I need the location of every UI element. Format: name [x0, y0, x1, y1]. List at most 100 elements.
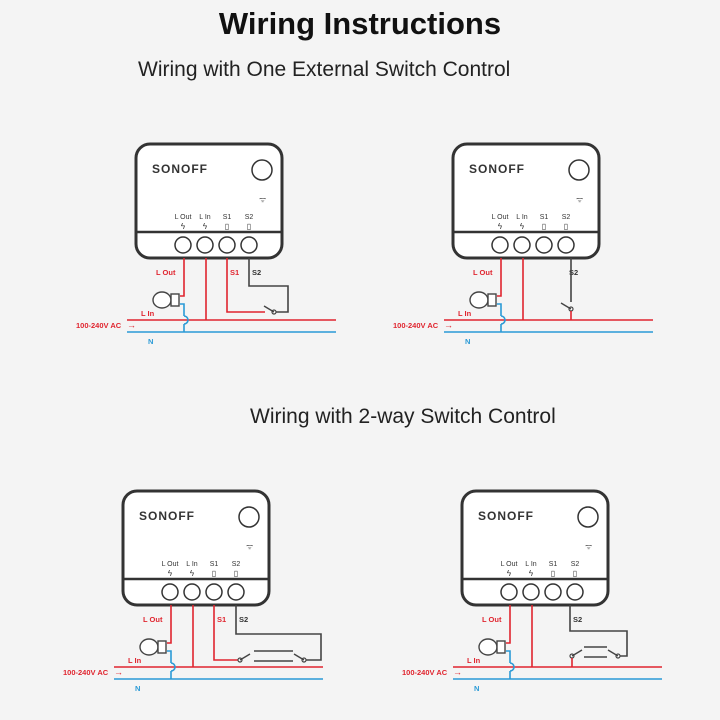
terminal-label: L In — [516, 214, 528, 221]
wifi-icon: ᯤ — [576, 195, 583, 204]
terminal-label: S1 — [210, 561, 219, 568]
device-body — [451, 142, 601, 260]
lightning-icon: ϟ — [507, 569, 512, 578]
terminal-screw — [522, 583, 540, 601]
lightning-icon: ϟ — [181, 222, 186, 231]
l-out-label: L Out — [143, 615, 163, 624]
light-bulb-icon — [139, 638, 167, 656]
terminal-screw — [161, 583, 179, 601]
supply-label: 100-240V AC — [63, 668, 109, 677]
terminal-screw — [196, 236, 214, 254]
arrow-icon: → — [114, 667, 123, 677]
two-way-switch-1 — [237, 653, 251, 663]
s2-label: S2 — [569, 268, 578, 277]
bulb-glass — [478, 638, 498, 656]
s2-label: S2 — [252, 268, 261, 277]
terminal-screw — [544, 583, 562, 601]
l-out-wire — [497, 258, 502, 297]
n-label: N — [135, 684, 140, 693]
light-bulb-icon — [469, 291, 497, 309]
lightning-icon: ϟ — [529, 569, 534, 578]
lightning-icon: ϟ — [190, 569, 195, 578]
bulb-neutral-wire — [497, 303, 502, 316]
wire-crossover — [509, 662, 515, 672]
brand-logo: SONOFF — [152, 162, 208, 176]
lightning-icon: ϟ — [203, 222, 208, 231]
page-title: Wiring Instructions — [218, 6, 502, 41]
switch-terminal-icon: ▯ — [551, 569, 555, 578]
l-out-wire — [167, 605, 172, 644]
bulb-glass — [469, 291, 489, 309]
bulb-base — [496, 640, 506, 654]
n-label: N — [474, 684, 479, 693]
switch-terminal-icon: ▯ — [573, 569, 577, 578]
device-body — [121, 489, 271, 607]
brand-logo: SONOFF — [139, 509, 195, 523]
bulb-glass — [152, 291, 172, 309]
terminal-label: S2 — [562, 214, 571, 221]
switch-lever — [239, 653, 251, 661]
s2-label: S2 — [239, 615, 248, 624]
pair-button — [577, 506, 599, 528]
two-way-switch-1 — [569, 649, 583, 659]
s2-wire — [248, 258, 289, 313]
arrow-icon: → — [444, 320, 453, 330]
bulb-neutral-wire — [167, 650, 172, 663]
terminal-screw — [227, 583, 245, 601]
switch-terminal-icon: ▯ — [212, 569, 216, 578]
terminal-screw — [205, 583, 223, 601]
terminal-screw — [500, 583, 518, 601]
external-switch — [263, 305, 277, 315]
lightning-icon: ϟ — [520, 222, 525, 231]
switch-terminal-icon: ▯ — [247, 222, 251, 231]
wifi-icon: ᯤ — [246, 542, 253, 551]
s1-wire — [226, 258, 265, 313]
device-body — [134, 142, 284, 260]
supply-label: 100-240V AC — [402, 668, 448, 677]
external-switch — [560, 302, 574, 312]
s1-label: S1 — [217, 615, 226, 624]
wifi-icon: ᯤ — [259, 195, 266, 204]
switch-terminal-icon: ▯ — [234, 569, 238, 578]
l-in-label: L In — [128, 656, 142, 665]
n-label: N — [148, 337, 153, 346]
device-body — [460, 489, 610, 607]
l-out-wire — [506, 605, 511, 644]
wifi-icon: ᯤ — [585, 542, 592, 551]
bulb-glass — [139, 638, 159, 656]
terminal-label: L In — [186, 561, 198, 568]
terminal-screw — [491, 236, 509, 254]
terminal-screw — [218, 236, 236, 254]
switch-terminal-icon: ▯ — [225, 222, 229, 231]
pair-button — [568, 159, 590, 181]
terminal-label: S2 — [245, 214, 254, 221]
bulb-base — [487, 293, 497, 307]
light-bulb-icon — [478, 638, 506, 656]
switch-lever — [607, 649, 619, 657]
terminal-label: L Out — [175, 214, 192, 221]
terminal-label: L Out — [162, 561, 179, 568]
wire-crossover — [170, 662, 176, 672]
bulb-base — [170, 293, 180, 307]
two-way-switch-2 — [293, 653, 307, 663]
brand-logo: SONOFF — [478, 509, 534, 523]
terminal-screw — [183, 583, 201, 601]
wire-crossover — [183, 315, 189, 325]
lightning-icon: ϟ — [168, 569, 173, 578]
s1-label: S1 — [230, 268, 239, 277]
arrow-icon: → — [127, 320, 136, 330]
pair-button — [238, 506, 260, 528]
terminal-screw — [535, 236, 553, 254]
s2-wire — [569, 605, 628, 657]
l-out-label: L Out — [473, 268, 493, 277]
lightning-icon: ϟ — [498, 222, 503, 231]
terminal-label: S1 — [549, 561, 558, 568]
